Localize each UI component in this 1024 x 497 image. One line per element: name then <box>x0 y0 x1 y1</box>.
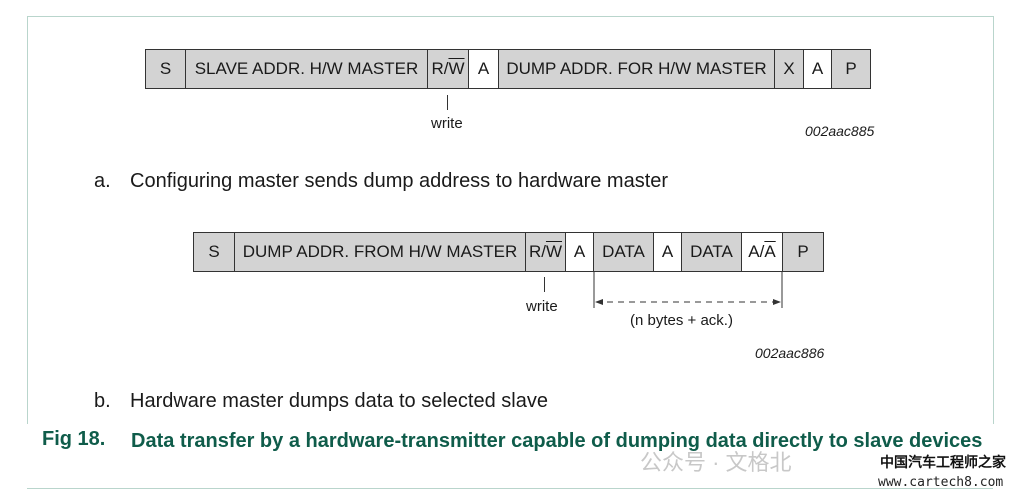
span-label: (n bytes + ack.) <box>630 312 733 329</box>
sequence-a: S SLAVE ADDR. H/W MASTER R/W A DUMP ADDR… <box>145 49 871 89</box>
figure-title: Data transfer by a hardware-transmitter … <box>131 430 983 452</box>
caption-text-a: Configuring master sends dump address to… <box>130 170 669 192</box>
caption-a: a. Configuring master sends dump address … <box>94 170 668 193</box>
sequence-b: S DUMP ADDR. FROM H/W MASTER R/W A DATA … <box>193 232 824 272</box>
rw-overline: W <box>545 242 563 261</box>
write-label-b: write <box>526 298 558 315</box>
cell-data: DATA <box>682 233 742 271</box>
bottom-rule <box>27 488 993 489</box>
caption-text-b: Hardware master dumps data to selected s… <box>130 390 548 412</box>
cell-ack-nack: A/A <box>742 233 783 271</box>
span-right-arrowhead <box>773 299 781 305</box>
write-tick-b <box>544 277 545 292</box>
cell-rw: R/W <box>526 233 566 271</box>
figure-code-b: 002aac886 <box>755 345 825 361</box>
cell-ack: A <box>804 50 832 88</box>
byte-span-arrow <box>593 272 783 308</box>
cell-start: S <box>146 50 186 88</box>
figure-number: Fig 18. <box>42 428 106 450</box>
ack-prefix: A/ <box>748 242 765 261</box>
watermark-text: 公众号 · 文格北 <box>640 450 792 475</box>
rw-prefix: R/ <box>431 59 449 78</box>
write-label-a: write <box>431 115 463 132</box>
rw-overline: W <box>448 59 465 78</box>
caption-letter-b: b. <box>94 390 111 412</box>
cell-rw: R/W <box>428 50 469 88</box>
ack-overline: A <box>764 242 776 261</box>
cell-stop: P <box>832 50 870 88</box>
cell-ack: A <box>654 233 682 271</box>
cell-data: DATA <box>594 233 654 271</box>
cell-ack: A <box>469 50 499 88</box>
caption-letter-a: a. <box>94 170 111 192</box>
caption-b: b. Hardware master dumps data to selected… <box>94 390 548 413</box>
figure-code-a: 002aac885 <box>805 123 875 139</box>
cell-ack: A <box>566 233 594 271</box>
cell-stop: P <box>783 233 823 271</box>
cell-dump-addr: DUMP ADDR. FOR H/W MASTER <box>499 50 775 88</box>
write-tick-a <box>447 95 448 110</box>
span-left-arrowhead <box>595 299 603 305</box>
cell-dump-addr: DUMP ADDR. FROM H/W MASTER <box>235 233 526 271</box>
figure-frame <box>27 16 994 424</box>
cell-slave-addr: SLAVE ADDR. H/W MASTER <box>186 50 428 88</box>
watermark-site-cn: 中国汽车工程师之家 <box>880 454 1006 470</box>
rw-prefix: R/ <box>528 242 546 261</box>
watermark-site-url: www.cartech8.com <box>878 475 1004 490</box>
cell-start: S <box>194 233 235 271</box>
cell-x: X <box>775 50 804 88</box>
